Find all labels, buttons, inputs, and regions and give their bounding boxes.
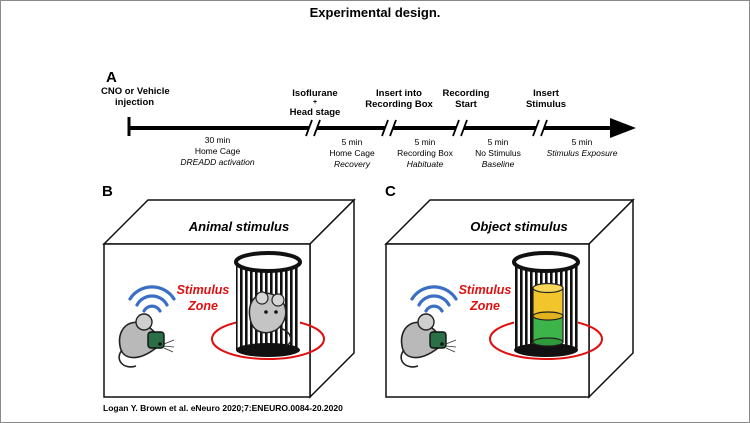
segment-3-location: Recording Box (397, 148, 453, 158)
segment-3-note: Habituate (406, 159, 444, 169)
segment-5-duration: 5 min (571, 137, 593, 147)
timepoint-insert-stimulus-label: Insert Stimulus (516, 88, 576, 110)
citation: Logan Y. Brown et al. eNeuro 2020;7:ENEU… (103, 403, 343, 413)
segment-1-note: DREADD activation (180, 157, 255, 167)
panel-b-stimulus-zone-label: Stimulus Zone (168, 282, 238, 314)
timepoint-insert-stimulus-line2: Stimulus (525, 99, 567, 110)
wire-cup-c (512, 251, 580, 357)
timeline-break-3 (452, 119, 468, 137)
timeline (127, 117, 636, 138)
timeline-break-2 (381, 119, 397, 137)
segment-4-location: No Stimulus (475, 148, 521, 158)
panel-b-zone-line1: Stimulus (176, 283, 230, 297)
timepoint-injection-line2: injection (115, 97, 155, 108)
segment-4: 5 min No Stimulus Baseline (468, 137, 528, 170)
stimulus-object (532, 282, 564, 347)
timepoint-injection-line1: CNO or Vehicle (101, 86, 170, 97)
panel-c-letter: C (385, 183, 396, 200)
panel-c-zone-line2: Zone (470, 299, 500, 313)
segment-3-duration: 5 min (414, 137, 436, 147)
segment-2-location: Home Cage (329, 148, 375, 158)
timeline-break-1 (305, 119, 321, 137)
figure-title: Experimental design. (309, 5, 441, 20)
timepoint-recording-start-line1: Recording (442, 88, 490, 99)
segment-4-duration: 5 min (487, 137, 509, 147)
panel-b-zone-line2: Zone (188, 299, 218, 313)
segment-2-note: Recovery (334, 159, 370, 169)
timepoint-isoflurane-label: Isoflurane + Head stage (280, 88, 350, 118)
timeline-arrowhead (610, 118, 636, 138)
segment-3: 5 min Recording Box Habituate (390, 137, 460, 170)
panel-b-title: Animal stimulus (188, 219, 290, 234)
panel-c-title: Object stimulus (470, 219, 568, 234)
segment-2-duration: 5 min (341, 137, 363, 147)
segment-1-duration: 30 min (204, 135, 231, 145)
timeline-break-4 (532, 119, 548, 137)
segment-1: 30 min Home Cage DREADD activation (170, 135, 265, 168)
timepoint-isoflurane-plus: + (312, 99, 318, 106)
segment-2: 5 min Home Cage Recovery (322, 137, 382, 170)
panel-c-stimulus-zone-label: Stimulus Zone (450, 282, 520, 314)
timepoint-injection-label: CNO or Vehicle injection (101, 86, 191, 108)
segment-5: 5 min Stimulus Exposure (542, 137, 622, 159)
timepoint-insert-box-line2: Recording Box (365, 99, 433, 110)
panel-a-letter: A (106, 69, 117, 86)
timepoint-isoflurane-line1: Isoflurane (292, 88, 338, 99)
segment-1-location: Home Cage (194, 146, 241, 156)
segment-5-note: Stimulus Exposure (546, 148, 618, 158)
panel-c-zone-line1: Stimulus (458, 283, 512, 297)
timepoint-isoflurane-line3: Head stage (289, 107, 341, 118)
timepoint-insert-stimulus-line1: Insert (533, 88, 559, 99)
panel-b-letter: B (102, 183, 113, 200)
timepoint-recording-start-line2: Start (455, 99, 477, 110)
timepoint-insert-box-line1: Insert into (376, 88, 422, 99)
segment-4-note: Baseline (481, 159, 515, 169)
stimulus-mouse (248, 291, 292, 347)
timepoint-insert-box-label: Insert into Recording Box (354, 88, 444, 110)
timepoint-recording-start-label: Recording Start (436, 88, 496, 110)
